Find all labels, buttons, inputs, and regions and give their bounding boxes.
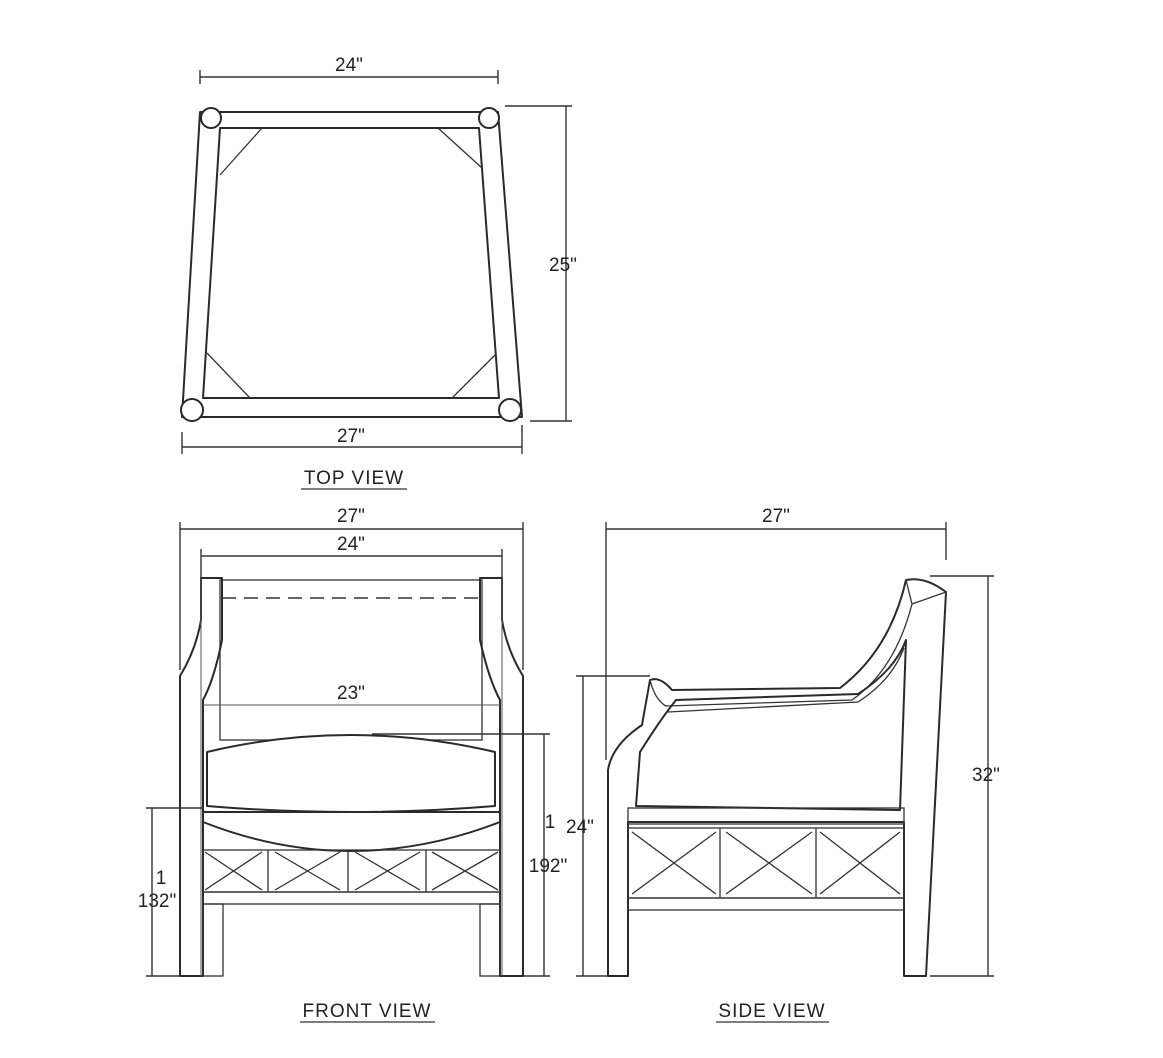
side-view-title: SIDE VIEW — [718, 1001, 825, 1022]
corner-post — [200, 107, 222, 129]
front-view-seat-height-dimension: 1 192" — [372, 733, 567, 977]
side-view-total-height-label: 32" — [972, 765, 1000, 786]
corner-post — [478, 107, 500, 129]
front-view-arm-height-denominator: 132" — [138, 891, 176, 912]
front-view-title: FRONT VIEW — [303, 1001, 432, 1022]
top-view-bottom-width-label: 27" — [337, 426, 365, 447]
side-view-arm-height-label: 24" — [566, 817, 594, 838]
side-view: 27" 24" — [566, 506, 1000, 1023]
side-view-total-height-dimension: 32" — [930, 575, 1000, 977]
top-view-depth-label: 25" — [549, 255, 577, 276]
top-view-title: TOP VIEW — [304, 468, 404, 489]
front-view: 27" 24" 23" — [138, 506, 567, 1023]
corner-post — [180, 398, 204, 422]
side-view-depth-dimension: 27" — [605, 506, 947, 760]
front-view-seat-height-numerator: 1 — [545, 812, 556, 833]
side-view-arm-height-dimension: 24" — [566, 675, 650, 977]
side-view-depth-label: 27" — [762, 506, 790, 527]
front-view-overall-width-label: 27" — [337, 506, 365, 527]
front-view-arm-height-dimension: 1 132" — [138, 807, 203, 977]
front-view-seat-width-label: 23" — [337, 683, 365, 704]
front-view-overall-width-dimension: 27" — [179, 506, 524, 670]
front-view-inner-width-label: 24" — [337, 534, 365, 555]
top-view-top-width-label: 24" — [335, 55, 363, 76]
top-view-depth-dimension: 25" — [505, 105, 577, 422]
front-view-seat-height-denominator: 192" — [529, 856, 567, 877]
front-view-arm-height-numerator: 1 — [156, 868, 167, 889]
front-view-inner-width-dimension: 24" — [200, 534, 503, 580]
top-view-bottom-width-dimension: 27" — [181, 425, 523, 454]
top-view: 24" 25" 27" TOP VIEW — [180, 55, 577, 490]
top-view-top-width-dimension: 24" — [199, 55, 499, 84]
corner-post — [498, 398, 522, 422]
